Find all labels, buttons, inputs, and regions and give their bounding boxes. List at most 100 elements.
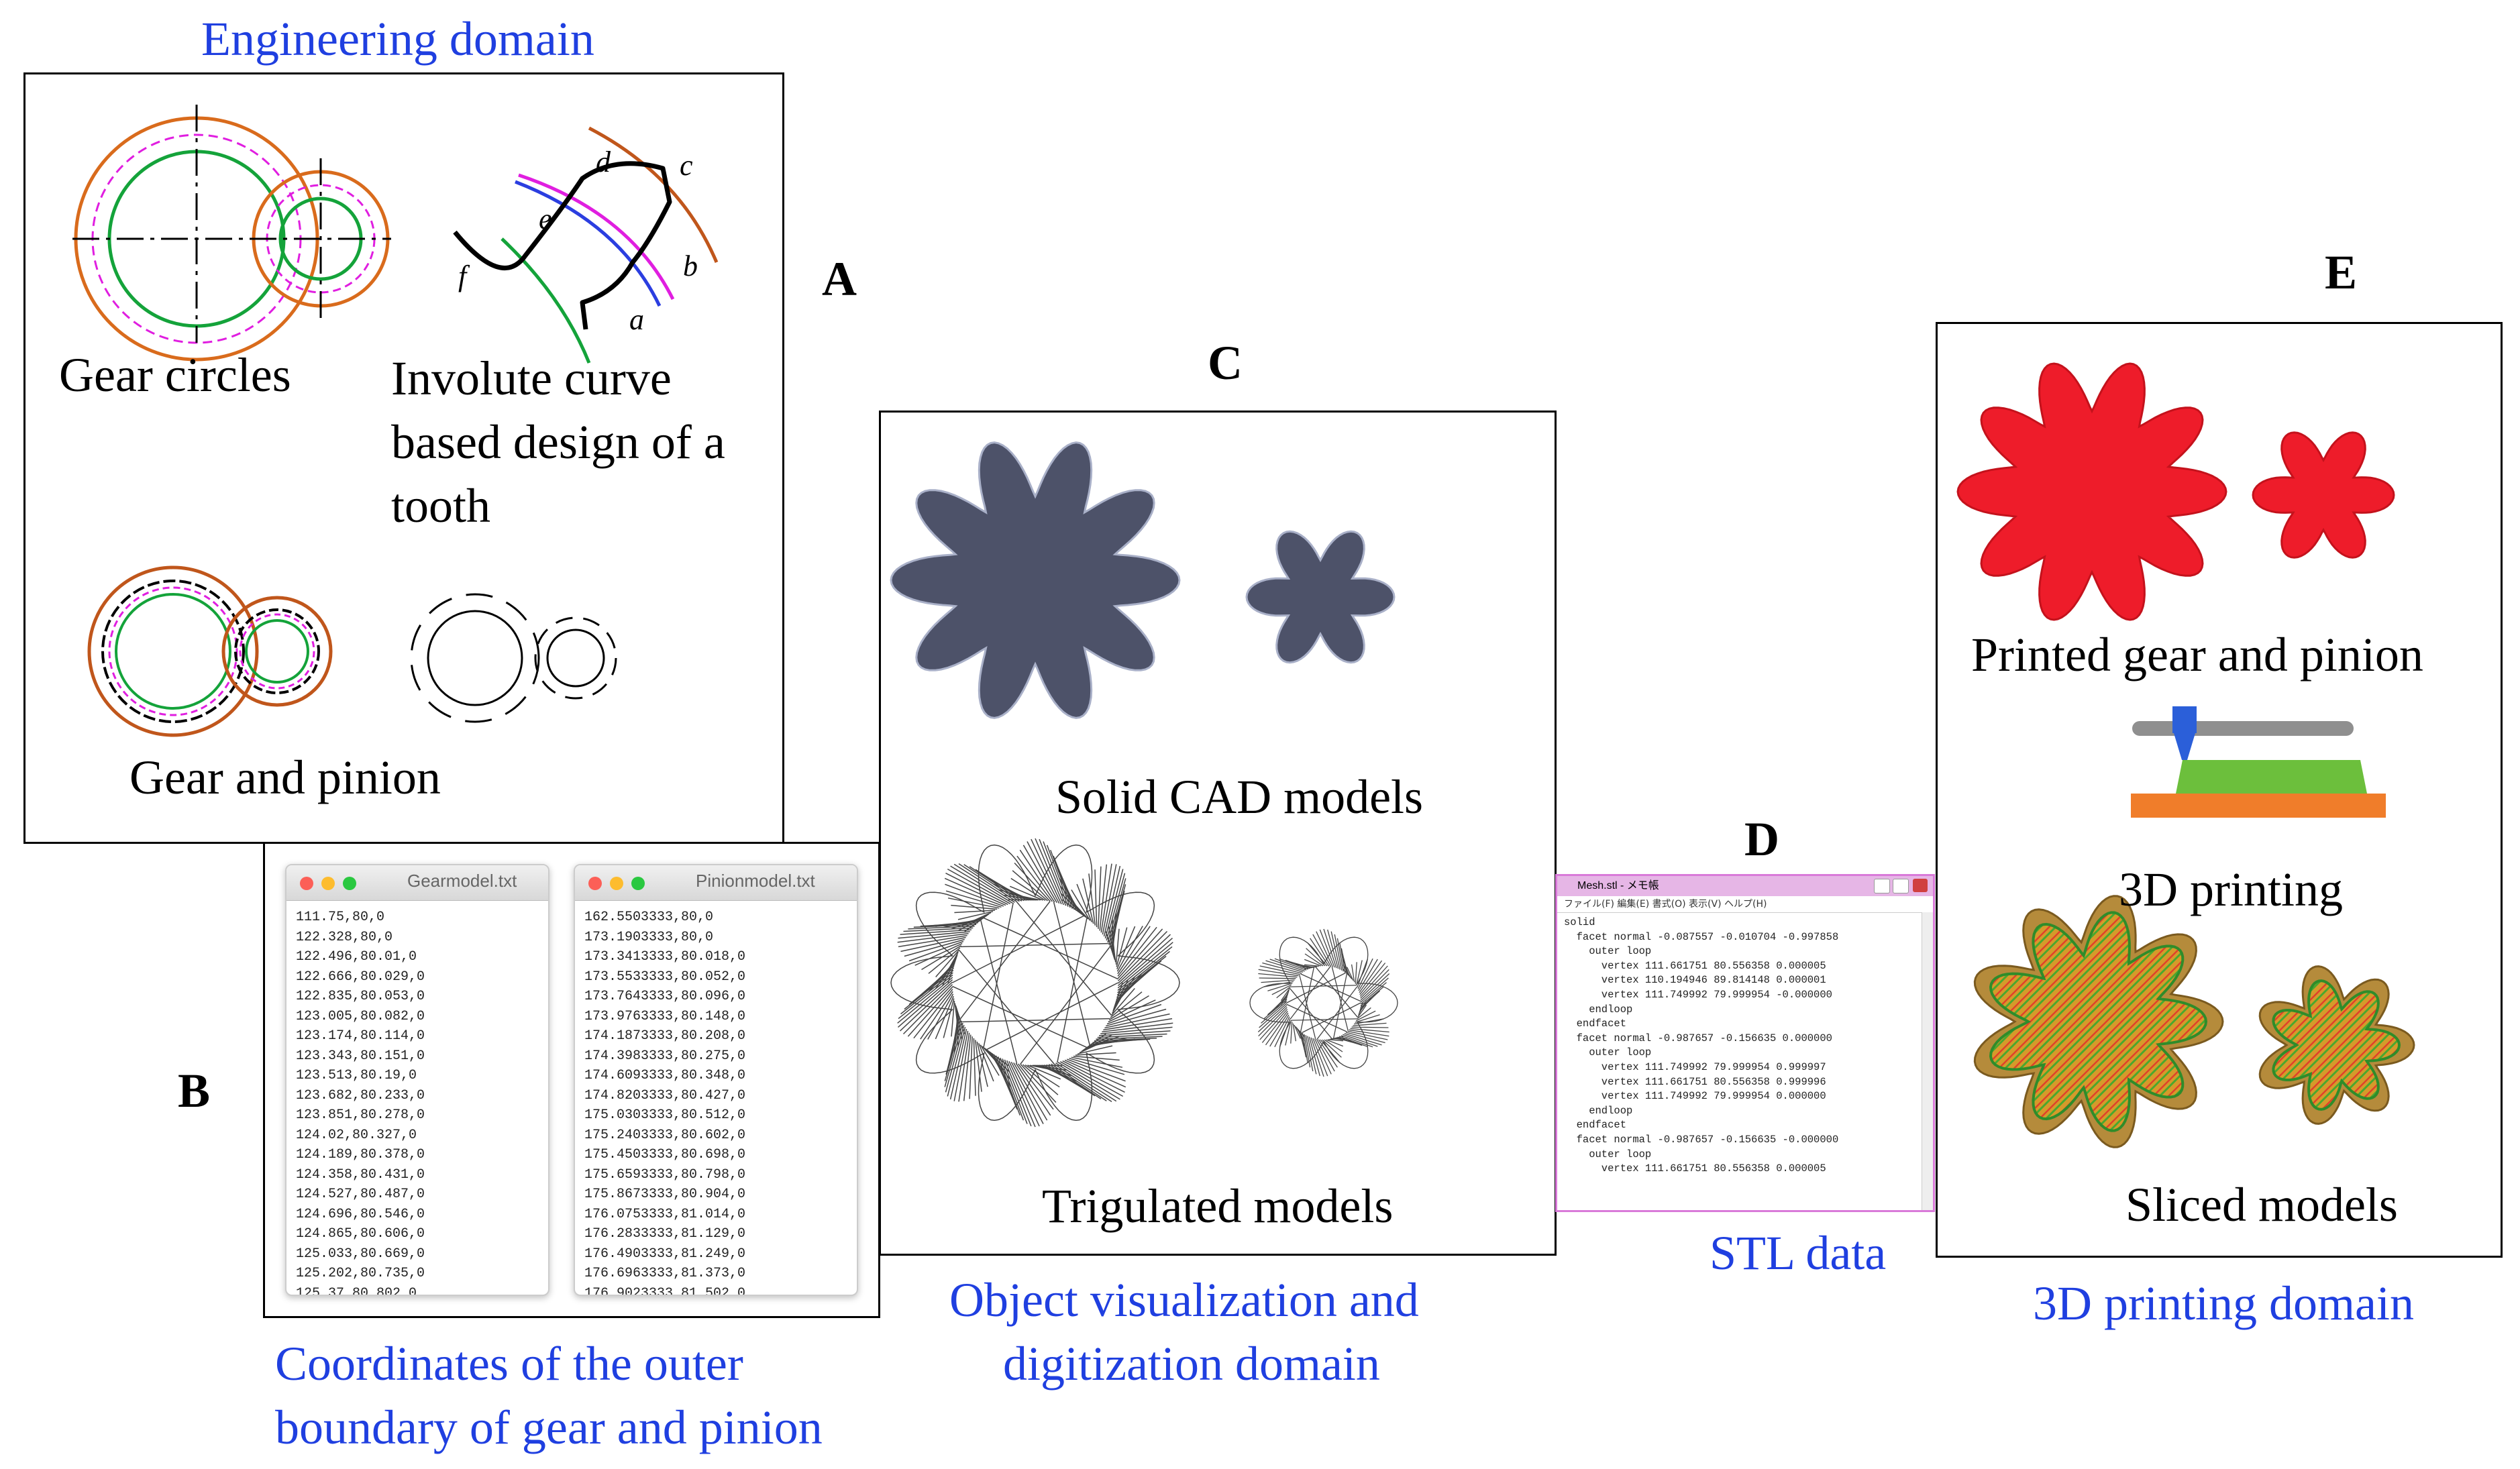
mesh-triangle-edge xyxy=(1343,964,1351,978)
coordinate-row: 173.3413333,80.018,0 xyxy=(584,949,746,965)
close-dot-icon[interactable] xyxy=(588,877,602,890)
mesh-triangle-edge xyxy=(1261,979,1295,983)
mesh-triangle-edge xyxy=(1031,838,1062,905)
mesh-triangle-edge xyxy=(1000,1057,1025,1121)
mesh-triangle-edge xyxy=(1347,1030,1388,1040)
point-b-label: b xyxy=(683,250,698,282)
point-e-label: e xyxy=(539,203,552,235)
mesh-triangle-edge xyxy=(1304,953,1324,967)
mesh-triangle-edge xyxy=(1310,938,1330,967)
mesh-triangle-edge xyxy=(1051,1063,1107,1101)
mesh-interior-edge xyxy=(1290,985,1357,987)
mesh-triangle-edge xyxy=(1104,1013,1170,1029)
mesh-triangle-edge xyxy=(928,947,961,974)
involute-tooth-drawing xyxy=(453,126,719,364)
mesh-outline xyxy=(1249,936,1398,1069)
minimize-dot-icon[interactable] xyxy=(321,877,335,890)
maximize-icon[interactable] xyxy=(1893,879,1909,893)
mesh-triangle-edge xyxy=(1285,1020,1292,1046)
mesh-interior-edge xyxy=(983,917,1118,980)
notepad-titlebar: Mesh.stl - メモ帳 xyxy=(1557,876,1933,896)
minimize-dot-icon[interactable] xyxy=(610,877,623,890)
mesh-triangle-edge xyxy=(1104,869,1124,939)
mesh-interior-edge xyxy=(983,902,1014,1048)
mesh-triangle-edge xyxy=(1073,1055,1120,1061)
coordinate-row: 123.851,80.278,0 xyxy=(296,1107,425,1123)
mesh-interior-edge xyxy=(1020,946,1110,1065)
coordinate-row: 175.2403333,80.602,0 xyxy=(584,1127,746,1143)
mesh-triangle-edge xyxy=(1082,878,1094,924)
mesh-triangle-edge xyxy=(964,913,990,932)
close-icon[interactable] xyxy=(1913,879,1928,892)
mesh-triangle-edge xyxy=(1112,985,1128,1014)
mesh-triangle-edge xyxy=(1103,1018,1173,1031)
mesh-triangle-edge xyxy=(1360,986,1384,1007)
printed-gear-label: Printed gear and pinion xyxy=(1971,628,2423,682)
coordinate-row: 123.682,80.233,0 xyxy=(296,1087,425,1103)
mesh-triangle-edge xyxy=(914,942,963,966)
mesh-triangle-edge xyxy=(1353,1018,1384,1025)
mesh-triangle-edge xyxy=(1015,1063,1051,1116)
mesh-triangle-edge xyxy=(1349,1029,1389,1037)
maximize-dot-icon[interactable] xyxy=(343,877,356,890)
mesh-triangle-edge xyxy=(1330,931,1341,970)
mesh-triangle-edge xyxy=(969,866,1022,902)
mesh-triangle-edge xyxy=(1357,1007,1371,1020)
coordinate-row: 125.033,80.669,0 xyxy=(296,1246,425,1262)
notepad-menubar[interactable]: ファイル(F) 編集(E) 書式(O) 表示(V) ヘルプ(H) xyxy=(1557,896,1933,913)
mesh-triangle-edge xyxy=(1265,1012,1289,1046)
minimize-icon[interactable] xyxy=(1874,879,1890,893)
window-titlebar: Pinionmodel.txt xyxy=(575,865,857,901)
maximize-dot-icon[interactable] xyxy=(631,877,645,890)
mesh-triangle-edge xyxy=(1351,964,1355,983)
mesh-triangle-edge xyxy=(978,1043,994,1082)
cad-models-drawing xyxy=(890,441,1398,1128)
coordinate-row: 173.5533333,80.052,0 xyxy=(584,969,746,985)
mesh-triangle-edge xyxy=(1343,969,1353,980)
mesh-triangle-edge xyxy=(1345,1032,1385,1044)
mesh-triangle-edge xyxy=(1077,1045,1113,1054)
mesh-triangle-edge xyxy=(1258,1007,1288,1037)
mesh-interior-edge xyxy=(1332,973,1348,1039)
mesh-triangle-edge xyxy=(1111,930,1116,963)
panel-c-caption-line2: digitization domain xyxy=(1003,1337,1380,1391)
mesh-triangle-edge xyxy=(1274,958,1307,971)
triangulated-gear-large xyxy=(890,838,1180,1128)
mesh-triangle-edge xyxy=(1353,1022,1387,1026)
close-dot-icon[interactable] xyxy=(300,877,313,890)
mesh-triangle-edge xyxy=(1046,845,1071,908)
coordinate-row: 173.1903333,80,0 xyxy=(584,929,714,945)
mesh-triangle-edge xyxy=(1117,928,1163,979)
mesh-triangle-edge xyxy=(1103,865,1121,937)
mesh-triangle-edge xyxy=(976,1041,988,1087)
mesh-triangle-edge xyxy=(1276,986,1291,999)
scrollbar[interactable] xyxy=(1922,912,1933,1210)
mesh-triangle-edge xyxy=(1280,991,1289,1005)
mesh-triangle-edge xyxy=(973,1038,976,1096)
mesh-triangle-edge xyxy=(1357,1004,1367,1018)
mesh-triangle-edge xyxy=(1263,999,1288,1020)
panel-b-caption-line2: boundary of gear and pinion xyxy=(275,1401,823,1454)
mesh-triangle-edge xyxy=(908,926,975,930)
mesh-triangle-edge xyxy=(945,883,1004,907)
mesh-triangle-edge xyxy=(1319,929,1335,968)
mesh-triangle-edge xyxy=(958,914,988,931)
mesh-triangle-edge xyxy=(1088,873,1096,926)
nozzle-head xyxy=(2172,706,2197,733)
mesh-interior-edge xyxy=(1300,967,1315,1032)
mesh-triangle-edge xyxy=(1336,938,1344,972)
mesh-triangle-edge xyxy=(1039,838,1067,906)
mesh-triangle-edge xyxy=(1341,1035,1373,1048)
mesh-triangle-edge xyxy=(949,1028,967,1100)
mesh-triangle-edge xyxy=(1258,969,1299,977)
printer-rail xyxy=(2132,721,2354,736)
mesh-triangle-edge xyxy=(1259,1009,1288,1040)
mesh-triangle-edge xyxy=(1324,1039,1343,1052)
mesh-triangle-edge xyxy=(913,989,953,1039)
mesh-triangle-edge xyxy=(1318,1039,1338,1068)
coordinate-row: 174.6093333,80.348,0 xyxy=(584,1068,746,1083)
coordinate-row: 176.6963333,81.373,0 xyxy=(584,1266,746,1281)
mesh-triangle-edge xyxy=(1356,960,1363,986)
mesh-triangle-edge xyxy=(1312,934,1332,967)
